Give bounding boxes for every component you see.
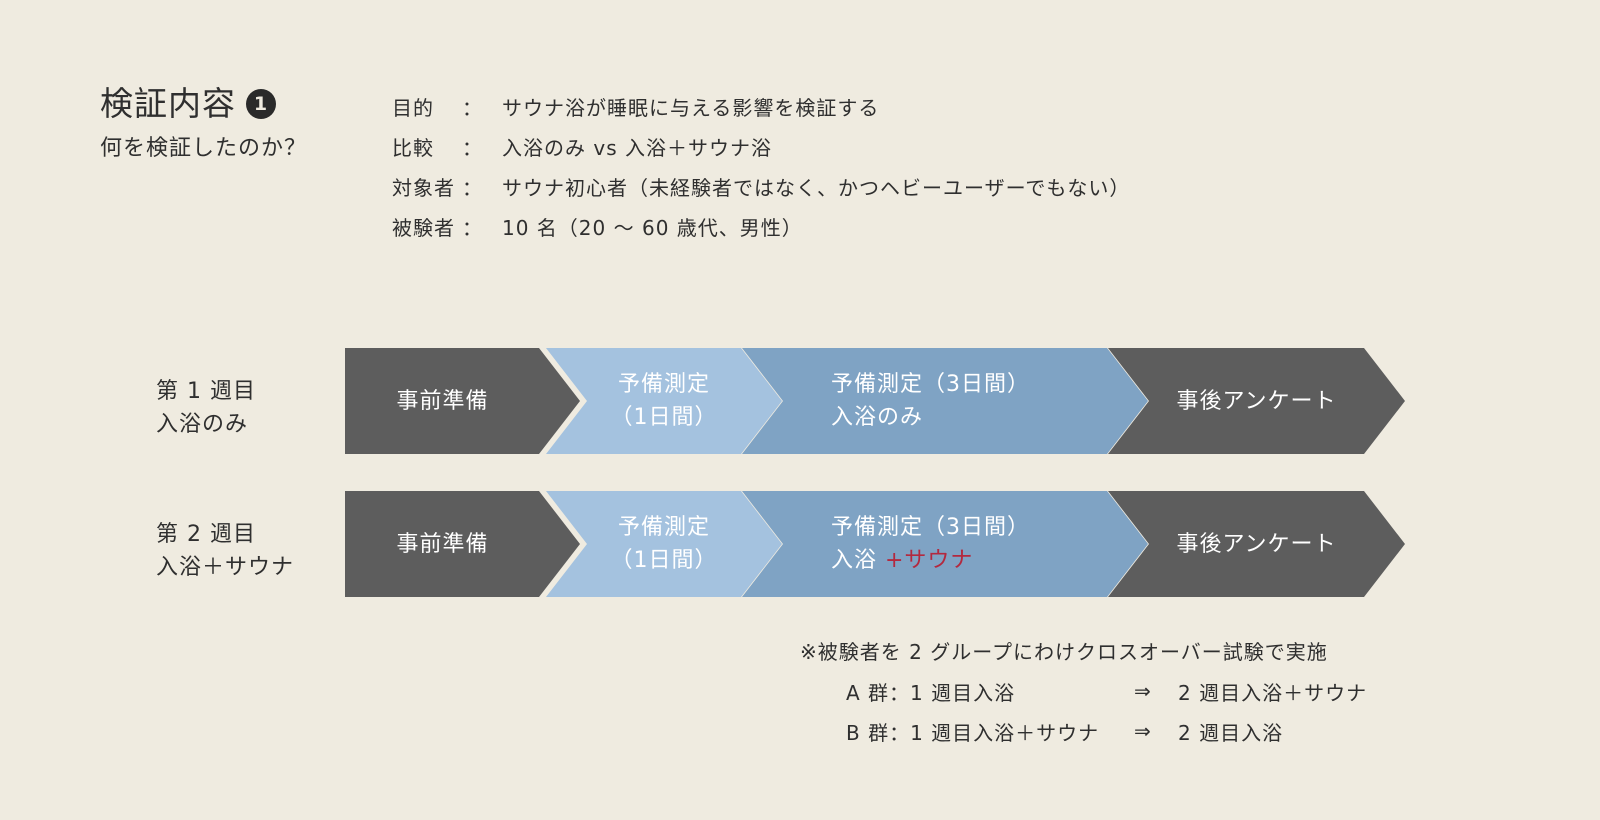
note-title: ※被験者を 2 グループにわけクロスオーバー試験で実施 xyxy=(800,640,1328,664)
step-label: 事前準備 xyxy=(396,388,489,414)
info-row-target: 対象者 ： サウナ初心者（未経験者ではなく、かつヘビーユーザーでもない） xyxy=(392,166,1130,206)
page-title-text: 検証内容 xyxy=(100,84,236,123)
info-value: 入浴のみ vs 入浴＋サウナ浴 xyxy=(502,135,772,160)
info-row-subjects: 被験者 ： 10 名（20 〜 60 歳代、男性） xyxy=(392,206,1130,246)
week-2-label: 第 2 週目 入浴＋サウナ xyxy=(156,518,294,584)
week-1-label-line2: 入浴のみ xyxy=(156,412,249,437)
week-1-step-measure: 予備測定（3日間） 入浴のみ xyxy=(742,348,1148,454)
page-subtitle: 何を検証したのか？ xyxy=(100,136,308,161)
week-2-step-preparation: 事前準備 xyxy=(345,491,580,597)
note-right: 2 週目入浴 xyxy=(1178,720,1284,745)
step-label-line2: 入浴のみ xyxy=(831,405,924,430)
info-row-comparison: 比較 ： 入浴のみ vs 入浴＋サウナ浴 xyxy=(392,126,1130,166)
info-label: 対象者 xyxy=(392,175,455,200)
week-2-label-line1: 第 2 週目 xyxy=(156,522,256,547)
step-label-line1: 予備測定（3日間） xyxy=(831,372,1030,397)
step-label-line2: （1日間） xyxy=(610,405,718,430)
info-label: 目的 xyxy=(392,95,434,120)
week-1-step-preparation: 事前準備 xyxy=(345,348,580,454)
step-label-line1: 予備測定（3日間） xyxy=(831,515,1030,540)
week-2-label-line2: 入浴＋サウナ xyxy=(156,555,295,580)
step-label: 事後アンケート xyxy=(1176,531,1337,557)
note-left: A 群：1 週目入浴 xyxy=(846,680,1016,705)
step-label: 事後アンケート xyxy=(1176,388,1337,414)
info-label: 比較 xyxy=(392,135,434,160)
info-list: 目的 ： サウナ浴が睡眠に与える影響を検証する 比較 ： 入浴のみ vs 入浴＋… xyxy=(392,86,1130,246)
note-row-group-b: B 群：1 週目入浴＋サウナ ⇒ 2 週目入浴 xyxy=(800,711,1367,751)
info-colon: ： xyxy=(462,135,483,160)
note-left: B 群：1 週目入浴＋サウナ xyxy=(846,720,1100,745)
info-colon: ： xyxy=(462,215,483,240)
week-1-label-line1: 第 1 週目 xyxy=(156,379,256,404)
arrow-icon: ⇒ xyxy=(1134,719,1152,743)
step-label-line2: （1日間） xyxy=(610,548,718,573)
step-label-line1: 予備測定 xyxy=(617,372,710,397)
step-label-line1: 予備測定 xyxy=(617,515,710,540)
info-label: 被験者 xyxy=(392,215,455,240)
week-1-step-survey: 事後アンケート xyxy=(1108,348,1405,454)
page-title: 検証内容 1 xyxy=(100,84,307,124)
info-value: サウナ浴が睡眠に与える影響を検証する xyxy=(502,95,880,120)
week-2-step-measure: 予備測定（3日間） 入浴 +サウナ xyxy=(742,491,1148,597)
week-2-step-pre-measure: 予備測定 （1日間） xyxy=(546,491,782,597)
note-right: 2 週目入浴＋サウナ xyxy=(1178,680,1368,705)
header: 検証内容 1 何を検証したのか？ xyxy=(100,84,307,162)
week-1-flow: 事前準備 予備測定 （1日間） 予備測定（3日間） 入浴のみ 事後アンケート xyxy=(345,348,1405,454)
info-value: 10 名（20 〜 60 歳代、男性） xyxy=(502,215,803,240)
arrow-icon: ⇒ xyxy=(1134,679,1152,703)
step-label: 事前準備 xyxy=(396,531,489,557)
week-1-step-pre-measure: 予備測定 （1日間） xyxy=(546,348,782,454)
week-1-label: 第 1 週目 入浴のみ xyxy=(156,375,256,441)
step-label-line2: 入浴 xyxy=(831,548,885,573)
crossover-note: ※被験者を 2 グループにわけクロスオーバー試験で実施 A 群：1 週目入浴 ⇒… xyxy=(800,633,1367,751)
info-colon: ： xyxy=(462,95,483,120)
info-colon: ： xyxy=(462,175,483,200)
note-row-group-a: A 群：1 週目入浴 ⇒ 2 週目入浴＋サウナ xyxy=(800,671,1367,711)
step-label-sauna: +サウナ xyxy=(885,548,974,573)
number-badge: 1 xyxy=(246,89,276,119)
info-row-purpose: 目的 ： サウナ浴が睡眠に与える影響を検証する xyxy=(392,86,1130,126)
week-2-flow: 事前準備 予備測定 （1日間） 予備測定（3日間） 入浴 +サウナ 事後アンケー… xyxy=(345,491,1405,597)
week-2-step-survey: 事後アンケート xyxy=(1108,491,1405,597)
info-value: サウナ初心者（未経験者ではなく、かつヘビーユーザーでもない） xyxy=(502,175,1131,200)
